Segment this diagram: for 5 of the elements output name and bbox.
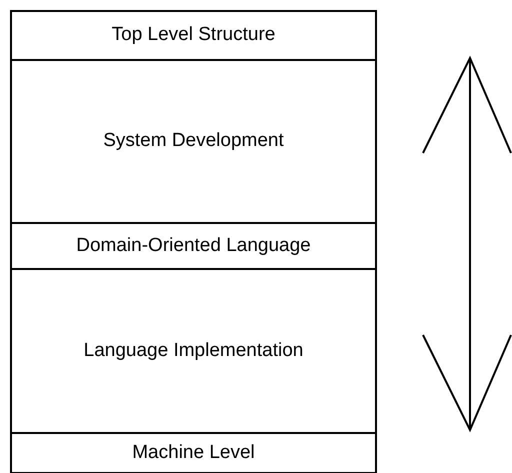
layer-label: Language Implementation (84, 338, 304, 363)
layer-label: Top Level Structure (112, 23, 276, 48)
layer-label: Machine Level (132, 440, 255, 465)
layer-label: Domain-Oriented Language (76, 234, 311, 258)
layer-label: System Development (103, 129, 284, 154)
